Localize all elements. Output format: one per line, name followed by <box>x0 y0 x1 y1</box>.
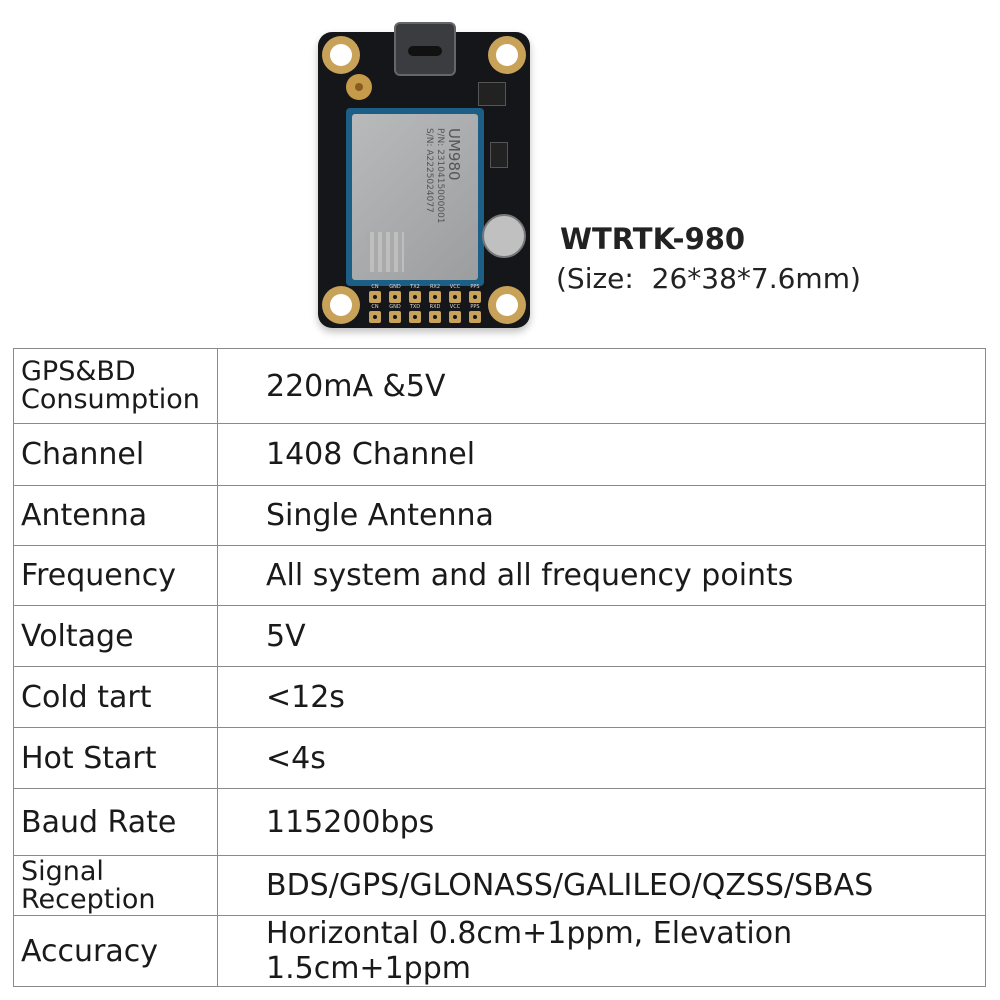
spec-value: 5V <box>217 605 986 667</box>
chip <box>478 82 506 106</box>
um980-module: UM980 P/N: 2310415000001 S/N: A222502407… <box>346 108 484 286</box>
spec-label: Hot Start <box>13 727 218 789</box>
spec-value: Single Antenna <box>217 485 986 546</box>
spec-value: <4s <box>217 727 986 789</box>
spec-label: Channel <box>13 423 218 486</box>
table-row: Channel 1408 Channel <box>13 423 986 486</box>
table-row: Accuracy Horizontal 0.8cm+1ppm, Elevatio… <box>13 915 986 987</box>
module-marking: UM980 P/N: 2310415000001 S/N: A222502407… <box>424 128 463 224</box>
spec-label: Accuracy <box>13 915 218 987</box>
usb-c-connector <box>394 22 456 76</box>
spec-value: <12s <box>217 666 986 728</box>
gps-module-board-image: UM980 P/N: 2310415000001 S/N: A222502407… <box>318 22 530 328</box>
product-name: WTRTK-980 <box>560 222 746 256</box>
mounting-hole <box>322 36 360 74</box>
product-size: (Size: 26*38*7.6mm) <box>556 262 861 295</box>
spec-value: BDS/GPS/GLONASS/GALILEO/QZSS/SBAS <box>217 855 986 916</box>
mounting-hole <box>488 36 526 74</box>
mounting-hole <box>488 286 526 324</box>
module-shield: UM980 P/N: 2310415000001 S/N: A222502407… <box>352 114 478 280</box>
table-row: Antenna Single Antenna <box>13 485 986 546</box>
spec-label: Voltage <box>13 605 218 667</box>
spec-value: All system and all frequency points <box>217 545 986 606</box>
spec-label: Baud Rate <box>13 788 218 856</box>
spec-value: 115200bps <box>217 788 986 856</box>
table-row: Hot Start <4s <box>13 727 986 789</box>
spec-value: 220mA &5V <box>217 348 986 424</box>
spec-value: 1408 Channel <box>217 423 986 486</box>
table-row: Cold tart <12s <box>13 666 986 728</box>
chip <box>490 142 508 168</box>
spec-label: Frequency <box>13 545 218 606</box>
qr-code <box>366 232 404 272</box>
table-row: Baud Rate 115200bps <box>13 788 986 856</box>
spec-label: Cold tart <box>13 666 218 728</box>
antenna-connector <box>346 74 372 100</box>
table-row: Frequency All system and all frequency p… <box>13 545 986 606</box>
backup-battery <box>482 214 526 258</box>
mounting-hole <box>322 286 360 324</box>
spec-value: Horizontal 0.8cm+1ppm, Elevation 1.5cm+1… <box>217 915 986 987</box>
spec-label: Antenna <box>13 485 218 546</box>
table-row: Voltage 5V <box>13 605 986 667</box>
